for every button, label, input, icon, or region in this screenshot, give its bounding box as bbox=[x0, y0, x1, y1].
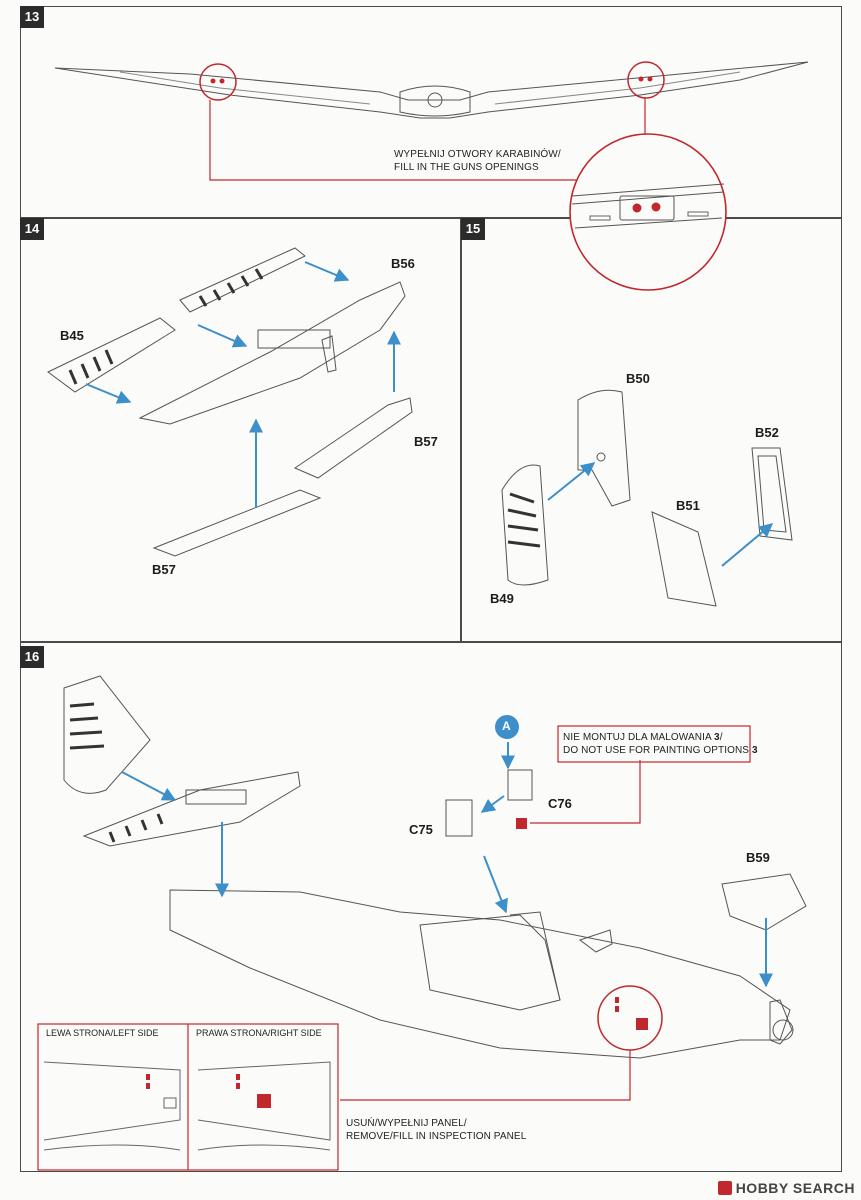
watermark-text: HOBBY SEARCH bbox=[735, 1180, 855, 1196]
right-side-label: PRAWA STRONA/RIGHT SIDE bbox=[196, 1028, 322, 1038]
watermark: HOBBY SEARCH bbox=[717, 1180, 855, 1196]
step-13-note-line1: WYPEŁNIJ OTWORY KARABINÓW/ bbox=[394, 149, 561, 160]
part-b52: B52 bbox=[755, 425, 779, 440]
warning-line1-number: 3 bbox=[714, 732, 720, 743]
step-16-panel bbox=[20, 642, 842, 1172]
gun-openings-callout bbox=[199, 61, 727, 291]
hobby-search-logo-icon bbox=[717, 1181, 732, 1195]
step-13-note: WYPEŁNIJ OTWORY KARABINÓW/ FILL IN THE G… bbox=[394, 148, 561, 174]
step-14-badge: 14 bbox=[20, 218, 44, 240]
side-view-details bbox=[43, 1061, 331, 1151]
step-15-arrows bbox=[547, 462, 774, 567]
panel-note-line1: USUŃ/WYPEŁNIJ PANEL/ bbox=[346, 1118, 467, 1129]
warning-callout-lines bbox=[516, 725, 751, 829]
part-b49: B49 bbox=[490, 591, 514, 606]
part-c76: C76 bbox=[548, 796, 572, 811]
warning-line1-text: NIE MONTUJ DLA MALOWANIA bbox=[563, 732, 715, 743]
part-b51: B51 bbox=[676, 498, 700, 513]
step-16-badge: 16 bbox=[20, 646, 44, 668]
step-13-note-line2: FILL IN THE GUNS OPENINGS bbox=[394, 162, 539, 173]
step-13-panel bbox=[20, 6, 842, 218]
warning-line1: NIE MONTUJ DLA MALOWANIA 3/ bbox=[563, 731, 758, 744]
warning-line1-slash: / bbox=[719, 732, 723, 743]
inspection-panel-note: USUŃ/WYPEŁNIJ PANEL/ REMOVE/FILL IN INSP… bbox=[346, 1117, 526, 1143]
part-c75: C75 bbox=[409, 822, 433, 837]
step-14-arrows bbox=[85, 261, 401, 508]
step-14-panel bbox=[20, 218, 461, 642]
marker-a bbox=[495, 715, 519, 739]
step-16-arrows bbox=[121, 742, 773, 988]
fuselage-drawing bbox=[63, 675, 807, 1059]
part-b59: B59 bbox=[746, 850, 770, 865]
tailplane-drawing bbox=[47, 247, 413, 557]
warning-line2: DO NOT USE FOR PAINTING OPTIONS 3 bbox=[563, 744, 758, 757]
part-b45: B45 bbox=[60, 328, 84, 343]
painting-option-warning: NIE MONTUJ DLA MALOWANIA 3/ DO NOT USE F… bbox=[563, 731, 758, 757]
inspection-panel-callout bbox=[37, 985, 663, 1171]
part-b50: B50 bbox=[626, 371, 650, 386]
part-b57-left: B57 bbox=[152, 562, 176, 577]
step-13-badge: 13 bbox=[20, 6, 44, 28]
rudder-drawing bbox=[501, 389, 793, 607]
left-side-label: LEWA STRONA/LEFT SIDE bbox=[46, 1028, 159, 1038]
part-b57-right: B57 bbox=[414, 434, 438, 449]
warning-line2-text: DO NOT USE FOR PAINTING OPTIONS bbox=[563, 745, 752, 756]
warning-line2-number: 3 bbox=[751, 745, 758, 756]
wing-plan-drawing bbox=[54, 61, 809, 119]
step-15-badge: 15 bbox=[461, 218, 485, 240]
part-b56: B56 bbox=[391, 256, 415, 271]
marker-a-label: A bbox=[502, 719, 511, 733]
panel-note-line2: REMOVE/FILL IN INSPECTION PANEL bbox=[346, 1131, 527, 1142]
